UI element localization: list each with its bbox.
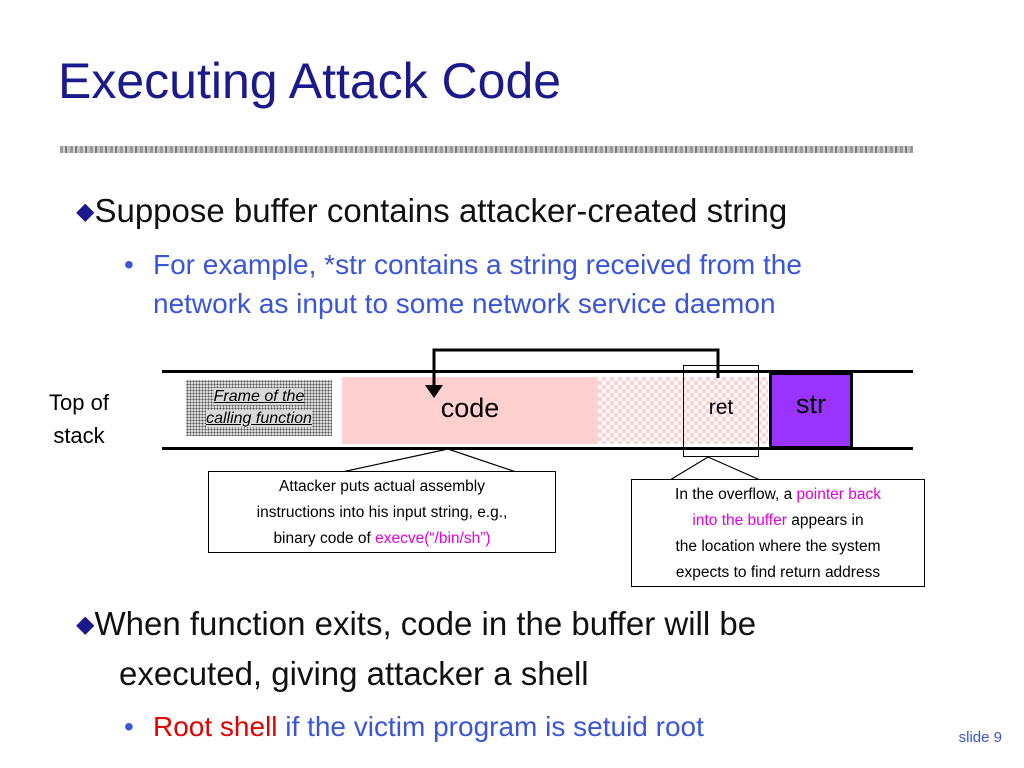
- left-callout-pointer: [341, 448, 517, 473]
- bullet-2-line2: executed, giving attacker a shell: [119, 655, 589, 692]
- right-callout-pointer: [667, 456, 761, 481]
- code-label: code: [440, 393, 500, 423]
- right-callout-line3: the location where the system: [675, 538, 881, 555]
- root-shell-highlight: Root shell: [153, 711, 278, 742]
- ret-slot-outline: [683, 365, 759, 457]
- dot-bullet-icon: •: [124, 711, 134, 742]
- sub-bullet-1-line1: For example, *str contains a string rece…: [153, 249, 802, 280]
- right-callout-line1: In the overflow, a pointer back: [675, 486, 881, 503]
- slide-title: Executing Attack Code: [58, 53, 562, 109]
- ret-label: ret: [708, 396, 734, 419]
- right-callout-line4: expects to find return address: [675, 564, 881, 581]
- sub-bullet-1-line2: network as input to some network service…: [153, 288, 776, 319]
- calling-frame-label: Frame of the calling function: [186, 386, 332, 430]
- execve-highlight: execve(“/bin/sh”): [375, 530, 491, 547]
- right-callout-line2: into the buffer appears in: [692, 512, 864, 529]
- top-of-stack-line1: Top of: [49, 390, 109, 415]
- calling-frame-line2: calling function: [206, 410, 312, 427]
- diamond-bullet-icon: ◆: [76, 611, 95, 638]
- diamond-bullet-icon: ◆: [76, 198, 95, 225]
- str-label: str: [796, 389, 826, 419]
- bullet-1-text: Suppose buffer contains attacker-created…: [94, 192, 788, 229]
- bullet-1: ◆Suppose buffer contains attacker-create…: [76, 192, 787, 230]
- left-callout-line3: binary code of execve(“/bin/sh”): [273, 530, 491, 547]
- str-block: [769, 372, 853, 449]
- right-callout: In the overflow, a pointer back into the…: [631, 479, 925, 587]
- slide-number: slide 9: [958, 729, 1002, 746]
- arrowhead-icon: [425, 385, 443, 398]
- left-callout: Attacker puts actual assembly instructio…: [208, 471, 556, 553]
- top-of-stack-line2: stack: [53, 423, 105, 448]
- stack-top-line: [162, 370, 913, 373]
- sub-bullet-2-text: Root shell if the victim program is setu…: [153, 711, 704, 742]
- dot-bullet-icon: •: [124, 249, 134, 280]
- buffer-highlight: into the buffer: [692, 512, 787, 529]
- top-of-stack-label: Top of stack: [34, 386, 124, 452]
- bullet-2: ◆When function exits, code in the buffer…: [76, 605, 756, 643]
- pointer-highlight: pointer back: [796, 486, 881, 503]
- code-block: [342, 377, 598, 444]
- left-callout-line1: Attacker puts actual assembly: [279, 478, 485, 495]
- sub-bullet-1: •: [124, 246, 134, 284]
- left-callout-line2: instructions into his input string, e.g.…: [256, 504, 508, 521]
- return-pointer-arrow: [432, 348, 720, 386]
- sub-bullet-2: •: [124, 708, 134, 746]
- stack-bottom-line: [162, 447, 913, 450]
- calling-frame-line1: Frame of the: [213, 388, 305, 405]
- title-divider: [60, 146, 913, 153]
- bullet-2-line1: When function exits, code in the buffer …: [94, 605, 757, 642]
